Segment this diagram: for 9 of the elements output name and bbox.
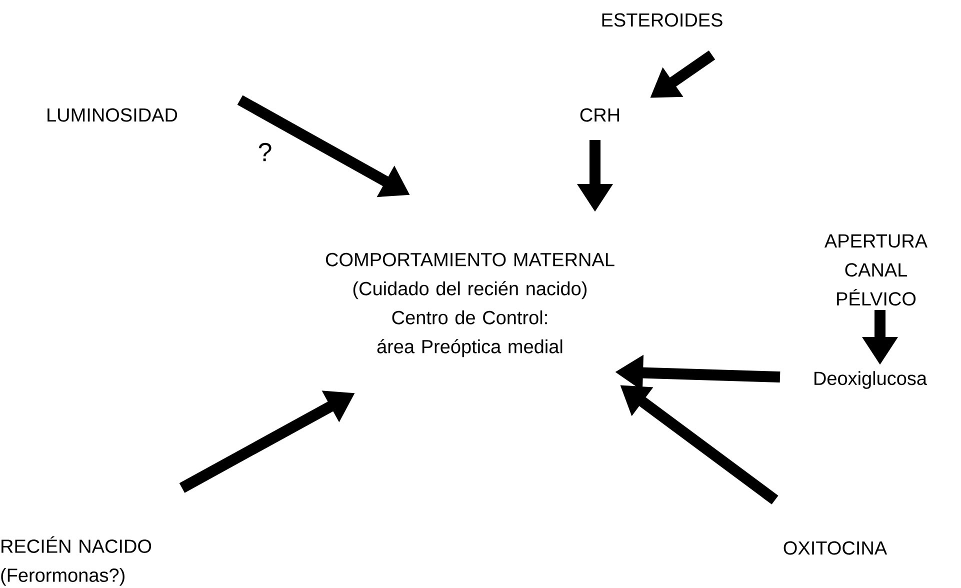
node-text: ESTEROIDES xyxy=(602,13,722,27)
edge-label: ? xyxy=(258,142,272,162)
node-text: APERTURA CANAL PÉLVICO xyxy=(824,234,928,306)
node-text: COMPORTAMIENTO MATERNAL (Cuidado del recién nacido) Centro de Control: área Preóptica medial xyxy=(326,252,614,358)
node-text: CRH xyxy=(580,108,620,122)
node-text: LUMINOSIDAD xyxy=(48,108,178,122)
node-text: RECIÉN NACIDO (Ferormonas?) xyxy=(1,536,152,586)
node-text: Deoxiglucosa xyxy=(814,371,928,389)
node-text: OXITOCINA xyxy=(784,541,888,555)
